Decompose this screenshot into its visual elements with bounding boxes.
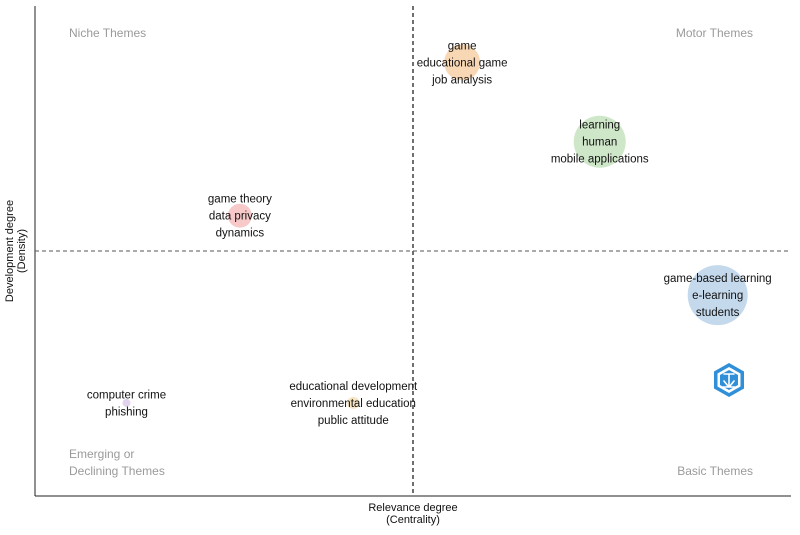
cluster-label: data privacy	[209, 211, 271, 223]
cluster-label: job analysis	[431, 74, 492, 86]
cluster-label: environmental education	[291, 398, 416, 410]
cluster-label: educational development	[289, 381, 418, 393]
cluster-bubble[interactable]	[347, 396, 360, 409]
y-axis-title: Development degree	[4, 200, 16, 302]
cluster-bubble[interactable]	[122, 398, 131, 407]
cluster-bubble[interactable]	[444, 44, 481, 81]
cluster-bubble[interactable]	[227, 203, 252, 228]
quadrant-label-top-left: Niche Themes	[69, 26, 146, 40]
quadrant-label-bottom-right: Basic Themes	[677, 464, 753, 478]
quadrant-label-top-right: Motor Themes	[676, 26, 753, 40]
y-axis-title: (Density)	[16, 229, 28, 273]
x-axis-title: (Centrality)	[386, 514, 440, 526]
cluster-label: mobile applications	[551, 154, 649, 166]
cluster-label: learning	[579, 120, 620, 132]
quadrant-label-bottom-left: Declining Themes	[69, 464, 165, 478]
cluster-bubble[interactable]	[573, 115, 626, 168]
cluster-label: educational game	[417, 57, 508, 69]
cluster-label: game	[448, 40, 477, 52]
x-axis-title: Relevance degree	[368, 502, 457, 514]
cluster-label: game-based learning	[664, 273, 772, 285]
quadrant-label-bottom-left: Emerging or	[69, 447, 134, 461]
cluster-label: dynamics	[216, 228, 265, 240]
cluster-label: e-learning	[692, 290, 743, 302]
cluster-bubble[interactable]	[687, 265, 748, 326]
bibliometrix-logo-icon	[714, 363, 744, 397]
cluster-label: phishing	[105, 406, 148, 418]
cluster-label: public attitude	[318, 415, 389, 427]
cluster-label: students	[696, 307, 740, 319]
cluster-label: computer crime	[87, 389, 166, 401]
cluster-label: game theory	[208, 194, 272, 206]
cluster-label: human	[582, 137, 617, 149]
